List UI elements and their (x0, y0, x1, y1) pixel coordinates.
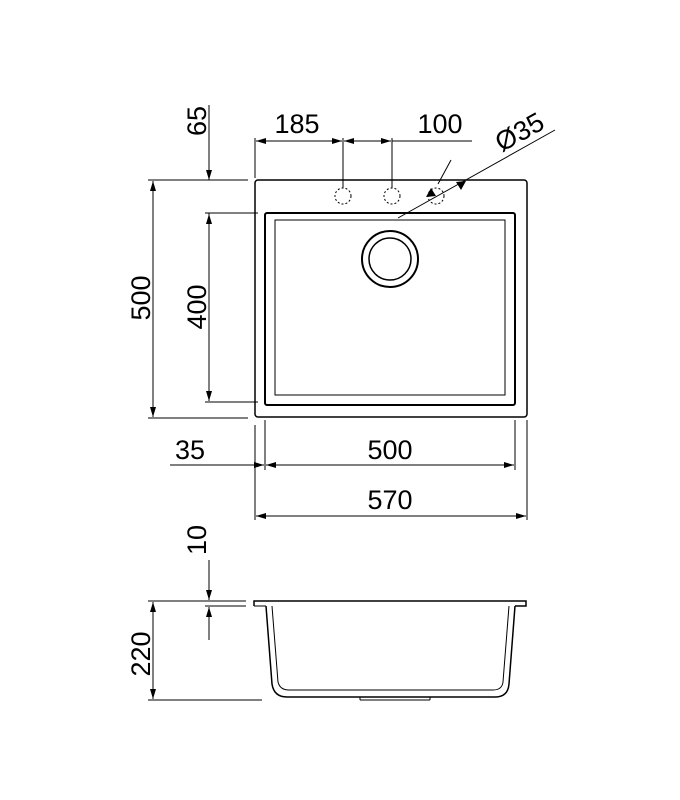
plan-view: 500 400 65 185 100 Ø35 35 (126, 105, 556, 520)
dim-hole-offset: 185 (274, 109, 319, 139)
dim-rim-thickness: 10 (182, 525, 212, 555)
bowl-inner-outline (274, 219, 506, 396)
sink-rim (253, 600, 527, 607)
dim-bowl-depth: 400 (182, 284, 212, 329)
tap-hole-2 (383, 187, 401, 205)
bowl-outline (264, 212, 516, 406)
dim-side-margin: 35 (175, 435, 205, 465)
dim-overall-width: 570 (367, 485, 412, 515)
tap-hole-1 (334, 187, 352, 205)
dim-hole-spacing: 100 (417, 109, 462, 139)
dim-overall-depth: 500 (126, 275, 156, 320)
hole-diameter-leader (397, 129, 556, 219)
drain-icon (361, 230, 419, 288)
dim-top-margin: 65 (182, 106, 212, 136)
section-view: 10 220 (126, 525, 527, 701)
sink-outer-outline (254, 179, 528, 418)
dim-bowl-width: 500 (367, 435, 412, 465)
bowl-profile (265, 605, 516, 698)
dim-bowl-height: 220 (126, 631, 156, 676)
